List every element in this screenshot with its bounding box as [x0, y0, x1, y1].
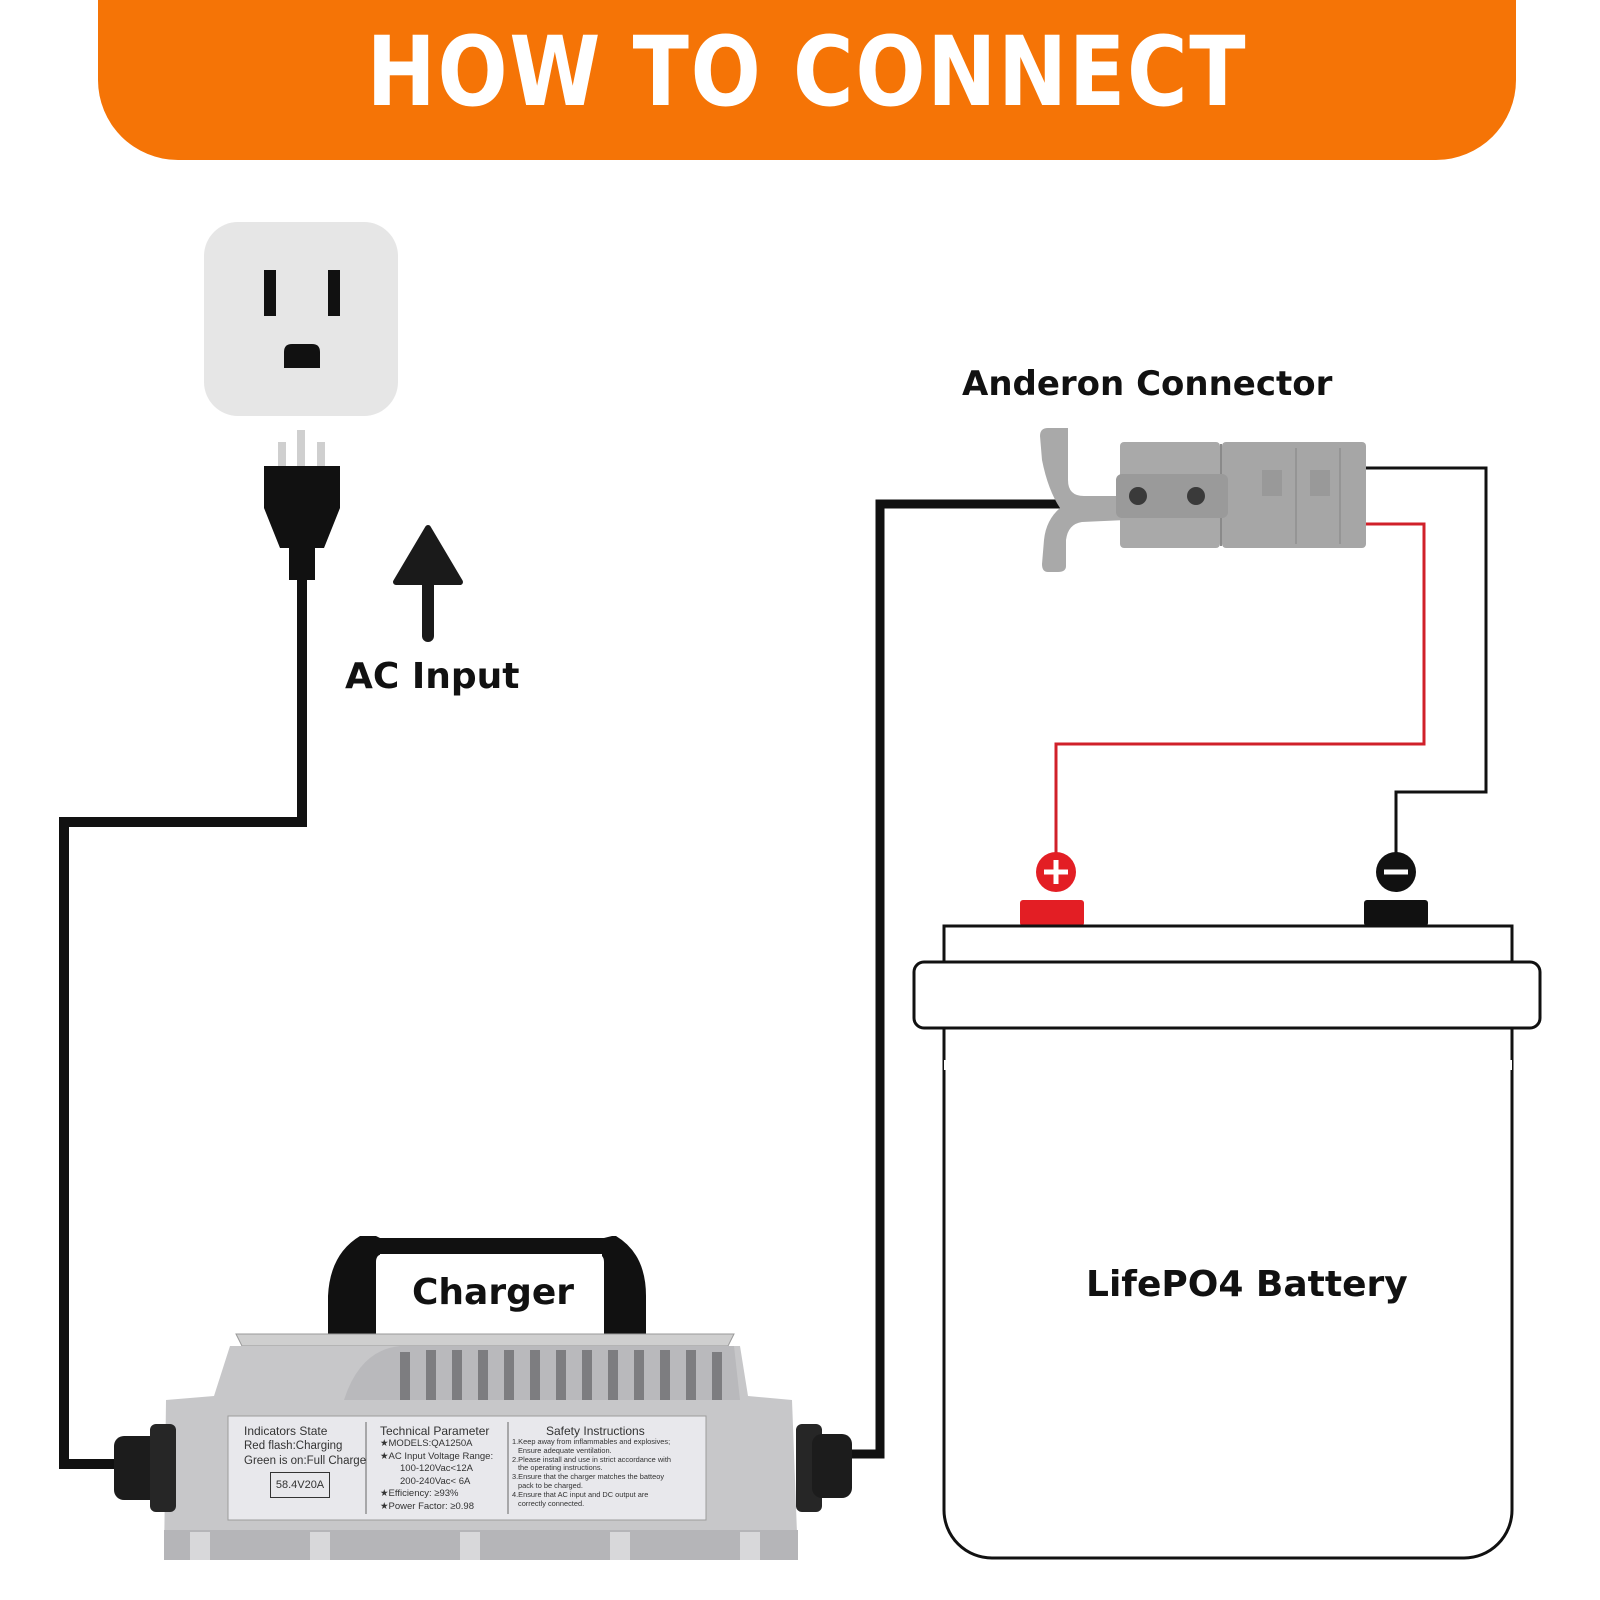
connector-label: Anderon Connector: [962, 364, 1333, 404]
power-plug-icon: [264, 430, 340, 580]
title-banner: HOW TO CONNECT: [98, 0, 1516, 160]
safety-panel: Safety Instructions 1.Keep away from inf…: [512, 1424, 671, 1508]
negative-symbol-icon: [1376, 852, 1416, 892]
safety-line: 1.Keep away from inflammables and explos…: [512, 1437, 671, 1446]
safety-line: Ensure adequate ventilation.: [518, 1445, 612, 1455]
safety-line: correctly connected.: [518, 1498, 585, 1508]
indicators-panel: Indicators State Red flash:Charging Gree…: [244, 1424, 366, 1469]
tech-line: 100-120Vac<12A: [400, 1463, 473, 1474]
dc-cable: [830, 499, 1062, 1459]
ac-cable: [59, 560, 307, 1469]
positive-terminal: [1020, 900, 1084, 926]
negative-wire: [1362, 466, 1488, 858]
positive-symbol-icon: [1036, 852, 1076, 892]
banner-title: HOW TO CONNECT: [366, 16, 1248, 128]
anderson-connector-icon: [1040, 428, 1366, 572]
wall-outlet-icon: [204, 222, 398, 416]
safety-title: Safety Instructions: [546, 1424, 645, 1438]
battery-icon: [912, 924, 1542, 1560]
safety-line: pack to be charged.: [518, 1480, 583, 1490]
up-arrow-icon: [393, 525, 463, 642]
ac-input-label: AC Input: [345, 656, 520, 697]
safety-line: 2.Please install and use in strict accor…: [512, 1454, 671, 1464]
tech-title: Technical Parameter: [380, 1424, 490, 1438]
tech-panel: Technical Parameter ★MODELS:QA1250A ★AC …: [380, 1424, 493, 1513]
charger-icon: [114, 1236, 852, 1560]
safety-line: 4.Ensure that AC input and DC output are: [512, 1489, 649, 1499]
safety-line: 3.Ensure that the charger matches the ba…: [512, 1472, 665, 1482]
indicator-green: Green is on:Full Charge: [244, 1455, 367, 1467]
tech-line: ★AC Input Voltage Range:: [380, 1450, 494, 1462]
tech-line: ★Efficiency: ≥93%: [380, 1488, 459, 1499]
indicator-red: Red flash:Charging: [244, 1440, 343, 1452]
tech-line: ★MODELS:QA1250A: [380, 1438, 473, 1449]
battery-label: LifePO4 Battery: [1086, 1264, 1408, 1305]
tech-line: 200-240Vac< 6A: [400, 1475, 471, 1487]
charger-label: Charger: [412, 1272, 575, 1313]
rating-box: 58.4V20A: [270, 1472, 330, 1498]
positive-wire: [1054, 522, 1426, 858]
negative-terminal: [1364, 900, 1428, 926]
tech-line: ★Power Factor: ≥0.98: [380, 1500, 474, 1512]
indicators-title: Indicators State: [244, 1424, 328, 1438]
safety-line: the operating instructions.: [518, 1463, 603, 1473]
